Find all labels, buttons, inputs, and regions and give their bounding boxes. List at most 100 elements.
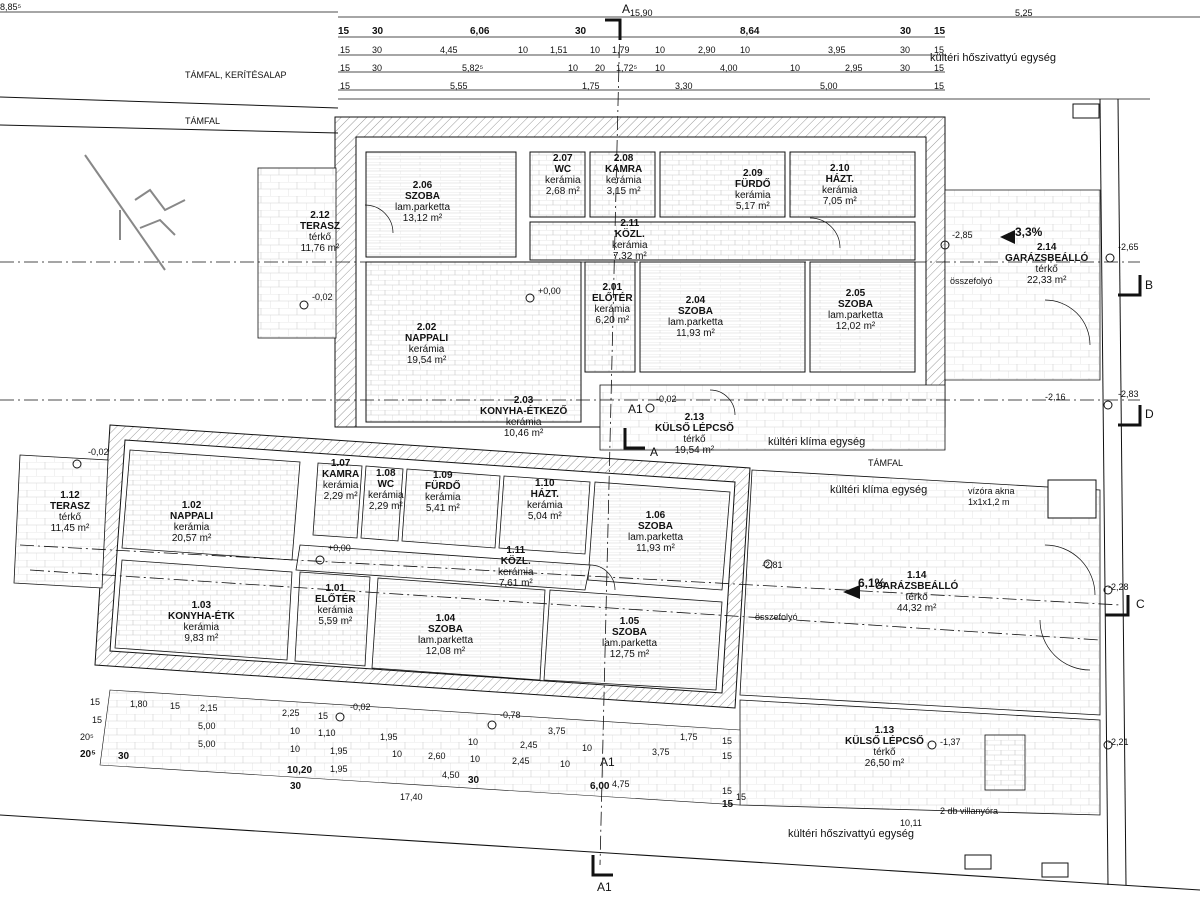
dim-bottom-r3: 10 [470, 754, 481, 764]
level-label: +0,00 [538, 286, 561, 296]
axis-label-a1-low: A1 [600, 755, 615, 769]
dim-top-row4: 5,00 [820, 81, 838, 91]
dim-top-row3: 10 [655, 63, 666, 73]
dim-bottom-r1: 2,25 [282, 708, 300, 718]
dim-bottom-r2: 15 [92, 715, 103, 725]
dim-bottom-r5: 30 [468, 775, 480, 786]
level-label: -2,65 [1118, 242, 1139, 252]
dim-top-row3: 2,95 [845, 63, 863, 73]
axis-label-b: B [1145, 278, 1154, 292]
dim-top-row2: 10 [655, 45, 666, 55]
dim-top-row1: 6,06 [470, 26, 490, 37]
dim-bottom-r2: 10 [468, 737, 479, 747]
note-klima-2: kültéri klíma egység [830, 484, 928, 496]
dim-bottom-r2: 1,10 [318, 728, 336, 738]
axis-label-c: C [1136, 597, 1145, 611]
dim-bottom-r3: 3,75 [548, 726, 566, 736]
axis-label-a1-mid: A1 [628, 402, 643, 416]
level-label: -2,28 [1108, 582, 1129, 592]
dim-top-row3: 1,72⁵ [616, 63, 638, 73]
dim-top-row2: 3,95 [828, 45, 846, 55]
dim-top-row2: 10 [590, 45, 601, 55]
heatpump-bottom-box [964, 854, 992, 870]
dim-bottom-r2: 2,45 [520, 740, 538, 750]
door-swings [364, 204, 1096, 671]
garage-2-14 [944, 189, 1101, 381]
dim-top-row2: 15 [340, 45, 351, 55]
dim-top-row3: 10 [790, 63, 801, 73]
dim-top-row3: 30 [900, 63, 911, 73]
dim-bottom-r4: 4,50 [442, 770, 460, 780]
dim-bottom-r1: 15 [170, 701, 181, 711]
dim-top-row3: 4,00 [720, 63, 738, 73]
dim-top-row2: 10 [740, 45, 751, 55]
note-heatpump-bottom: kültéri hőszivattyú egység [788, 828, 914, 840]
note-vizora-1: vízóra akna [968, 486, 1015, 496]
dim-top-row4: 15 [340, 81, 351, 91]
terrace-2-12 [257, 167, 337, 339]
dim-bottom-r2: 1,95 [380, 732, 398, 742]
level-label: -0,02 [656, 394, 677, 404]
section-markers [591, 18, 1142, 877]
dim-top-row2: 2,90 [698, 45, 716, 55]
dim-bottom-r3: 15 [722, 736, 733, 746]
electric-meter-box [1041, 862, 1069, 878]
upper-unit-walls [334, 116, 946, 428]
axis-label-a-mid: A [650, 445, 659, 459]
dim-bottom-r5: 15 [722, 799, 734, 810]
dim-top-row4: 5,55 [450, 81, 468, 91]
level-label: -1,37 [940, 737, 961, 747]
site-boundary [0, 96, 1200, 891]
dim-bottom-r3: 5,00 [198, 739, 216, 749]
level-markers [72, 240, 1115, 750]
dim-bottom-r6: 6,00 [590, 781, 610, 792]
dim-top-row3: 15 [934, 63, 945, 73]
dim-bottom-r1: 15 [318, 711, 329, 721]
dim-bottom-r3: 2,60 [428, 751, 446, 761]
dim-bottom-r6: 15 [736, 792, 747, 802]
dim-bottom-r3: 10 [392, 749, 403, 759]
dim-top-row1: 15 [338, 26, 350, 37]
axis-label-a1-bottom: A1 [597, 880, 612, 894]
dim-bottom-r5: 30 [290, 781, 302, 792]
dim-bottom-r3: 1,75 [680, 732, 698, 742]
level-label: -2,21 [1108, 737, 1129, 747]
dim-left-top: 8,85⁵ [0, 2, 22, 12]
dim-bottom-r3: 10 [290, 744, 301, 754]
water-meter-pit [1047, 479, 1097, 519]
dim-bottom-r1: 15 [90, 697, 101, 707]
dim-top-row2: 4,45 [440, 45, 458, 55]
stair-flight [984, 734, 1026, 791]
dim-bottom-r3: 2,45 [512, 756, 530, 766]
note-tamfal: TÁMFAL [185, 116, 221, 126]
north-arrow [84, 154, 186, 271]
dim-top-row1: 30 [900, 26, 912, 37]
dim-bottom-r4: 30 [118, 751, 130, 762]
level-label: -0,02 [88, 447, 109, 457]
dim-bottom-r3: 10 [560, 759, 571, 769]
note-heatpump-top: kültéri hőszivattyú egység [930, 52, 1056, 64]
dim-top-row2: 1,51 [550, 45, 568, 55]
dim-top-row1: 30 [575, 26, 587, 37]
note-osszefolyo-1: összefolyó [950, 276, 993, 286]
dim-bottom-r2: 10 [582, 743, 593, 753]
top-dimension-lines [0, 11, 1200, 100]
terrace-1-12 [13, 454, 109, 589]
dim-bottom-r4: 15 [722, 786, 733, 796]
level-label: -2,16 [1045, 392, 1066, 402]
